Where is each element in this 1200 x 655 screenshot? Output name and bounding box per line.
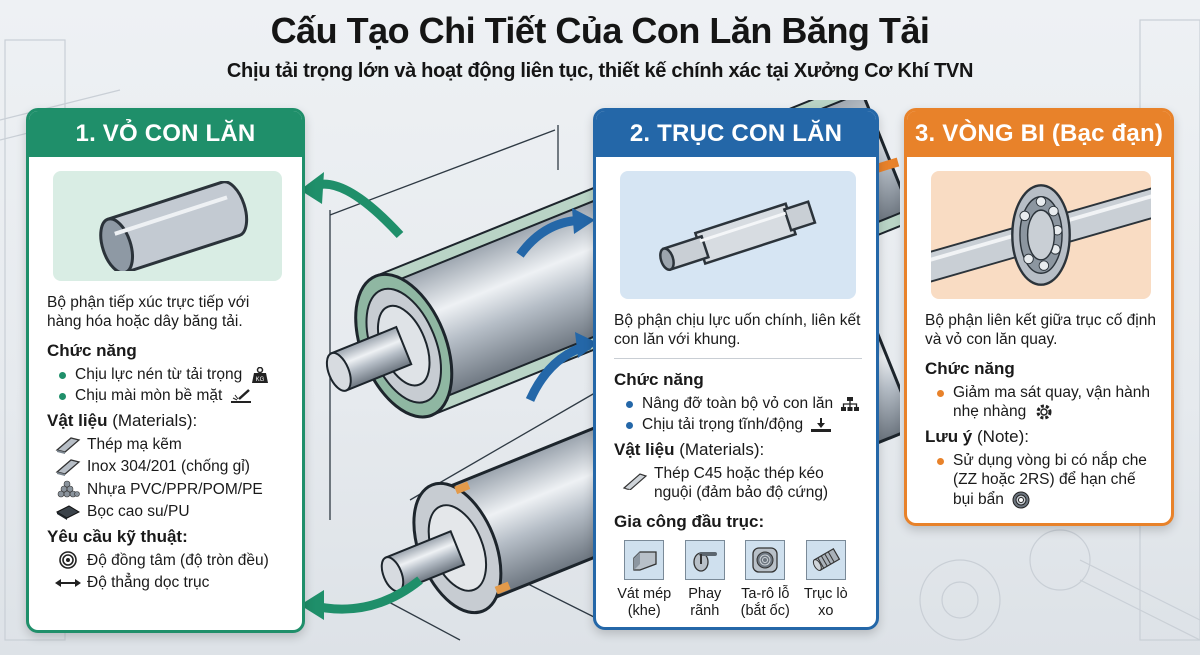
- tapped-hole-icon: [752, 547, 778, 573]
- functions-heading: Chức năng: [47, 340, 137, 360]
- roller-shaft-image: [620, 171, 856, 299]
- spring-shaft-icon: [812, 547, 840, 572]
- divider: [614, 357, 862, 359]
- surface-wear-icon: [230, 389, 251, 404]
- steel-beam-icon: [55, 459, 81, 477]
- load-down-icon: [811, 418, 832, 433]
- roller-shell-image: [53, 171, 282, 281]
- functions-heading: Chức năng: [614, 369, 704, 389]
- functions-list: Chịu lực nén từ tải trọng KG Chịu mài mò…: [47, 365, 288, 406]
- materials-heading: Vật liệu (Materials):: [47, 410, 198, 430]
- card-header: 1. VỎ CON LĂN: [29, 111, 302, 157]
- material-item: Thép C45 hoặc thép kéo nguội (đảm bảo độ…: [622, 464, 862, 503]
- hierarchy-icon: [841, 396, 860, 411]
- material-item: Thép mạ kẽm: [55, 435, 288, 454]
- processing-item: Trục lò xo: [796, 540, 857, 619]
- card-title: 1. VỎ CON LĂN: [75, 120, 256, 147]
- rubber-sheet-icon: [55, 505, 81, 520]
- functions-list: Giảm ma sát quay, vận hành nhẹ nhàng: [925, 383, 1157, 422]
- concentric-circles-icon: [59, 551, 77, 570]
- note-item: Sử dụng vòng bi có nắp che (ZZ hoặc 2RS)…: [937, 451, 1157, 509]
- card-header: 3. VÒNG BI (Bạc đạn): [907, 111, 1171, 157]
- requirements-heading: Yêu cầu kỹ thuật:: [47, 526, 188, 546]
- card-bearing: 3. VÒNG BI (Bạc đạn) Bộ phận liên kết gi…: [904, 108, 1174, 526]
- material-item: Bọc cao su/PU: [55, 502, 288, 521]
- card-description: Bộ phận chịu lực uốn chính, liên kết con…: [614, 312, 861, 349]
- roller-shell-icon: [98, 181, 248, 271]
- steel-bar-icon: [622, 473, 648, 490]
- plastic-pellets-icon: [57, 481, 80, 498]
- function-item: Nâng đỡ toàn bộ vỏ con lăn: [626, 394, 862, 413]
- requirement-item: Độ thẳng dọc trục: [55, 573, 288, 592]
- function-item: Giảm ma sát quay, vận hành nhẹ nhàng: [937, 383, 1157, 422]
- function-item: Chịu lực nén từ tải trọng KG: [59, 365, 288, 384]
- page-title: Cấu Tạo Chi Tiết Của Con Lăn Băng Tải: [270, 10, 930, 51]
- note-heading: Lưu ý (Note):: [925, 426, 1029, 446]
- notes-list: Sử dụng vòng bi có nắp che (ZZ hoặc 2RS)…: [925, 451, 1157, 509]
- svg-text:KG: KG: [255, 377, 264, 383]
- processing-heading: Gia công đầu trục:: [614, 511, 765, 531]
- card-roller-shaft: 2. TRỤC CON LĂN Bộ phận chịu lực uốn chí…: [593, 108, 879, 630]
- card-title: 2. TRỤC CON LĂN: [629, 120, 843, 147]
- roller-shaft-icon: [659, 200, 817, 272]
- requirement-item: Độ đồng tâm (độ tròn đều): [55, 551, 288, 570]
- kg-weight-icon: KG: [251, 366, 268, 383]
- page-subtitle: Chịu tải trọng lớn và hoạt động liên tục…: [226, 60, 974, 82]
- chamfer-icon: [633, 551, 657, 571]
- processing-item: Vát mép (khe): [614, 540, 675, 619]
- function-item: Chịu tải trọng tĩnh/động: [626, 415, 862, 434]
- processing-item: Phay rãnh: [675, 540, 736, 619]
- card-roller-shell: 1. VỎ CON LĂN Bộ phận tiếp xúc trực tiếp…: [26, 108, 305, 633]
- materials-heading: Vật liệu (Materials):: [614, 439, 765, 459]
- card-title: 3. VÒNG BI (Bạc đạn): [914, 120, 1164, 147]
- double-arrow-icon: [55, 578, 81, 587]
- bearing-image: [931, 171, 1151, 299]
- rotating-gear-icon: [1036, 404, 1052, 420]
- slot-milling-icon: [693, 552, 717, 572]
- processing-item: Ta-rô lỗ (bắt ốc): [735, 540, 796, 619]
- card-description: Bộ phận liên kết giữa trục cố định và vỏ…: [925, 312, 1156, 349]
- ball-bearing-icon: [931, 184, 1151, 286]
- material-item: Inox 304/201 (chống gỉ): [55, 457, 288, 477]
- material-item: Nhựa PVC/PPR/POM/PE: [55, 480, 288, 499]
- function-item: Chịu mài mòn bề mặt: [59, 386, 288, 405]
- functions-list: Nâng đỡ toàn bộ vỏ con lăn Chịu tải trọn…: [614, 394, 862, 435]
- card-header: 2. TRỤC CON LĂN: [596, 111, 876, 157]
- sealed-bearing-icon: [1012, 491, 1030, 509]
- processing-list: Vát mép (khe) Phay rãnh Ta-rô lỗ (bắt ốc…: [614, 540, 862, 619]
- functions-heading: Chức năng: [925, 358, 1015, 378]
- steel-beam-icon: [55, 436, 81, 454]
- card-description: Bộ phận tiếp xúc trực tiếp với hàng hóa …: [47, 294, 250, 331]
